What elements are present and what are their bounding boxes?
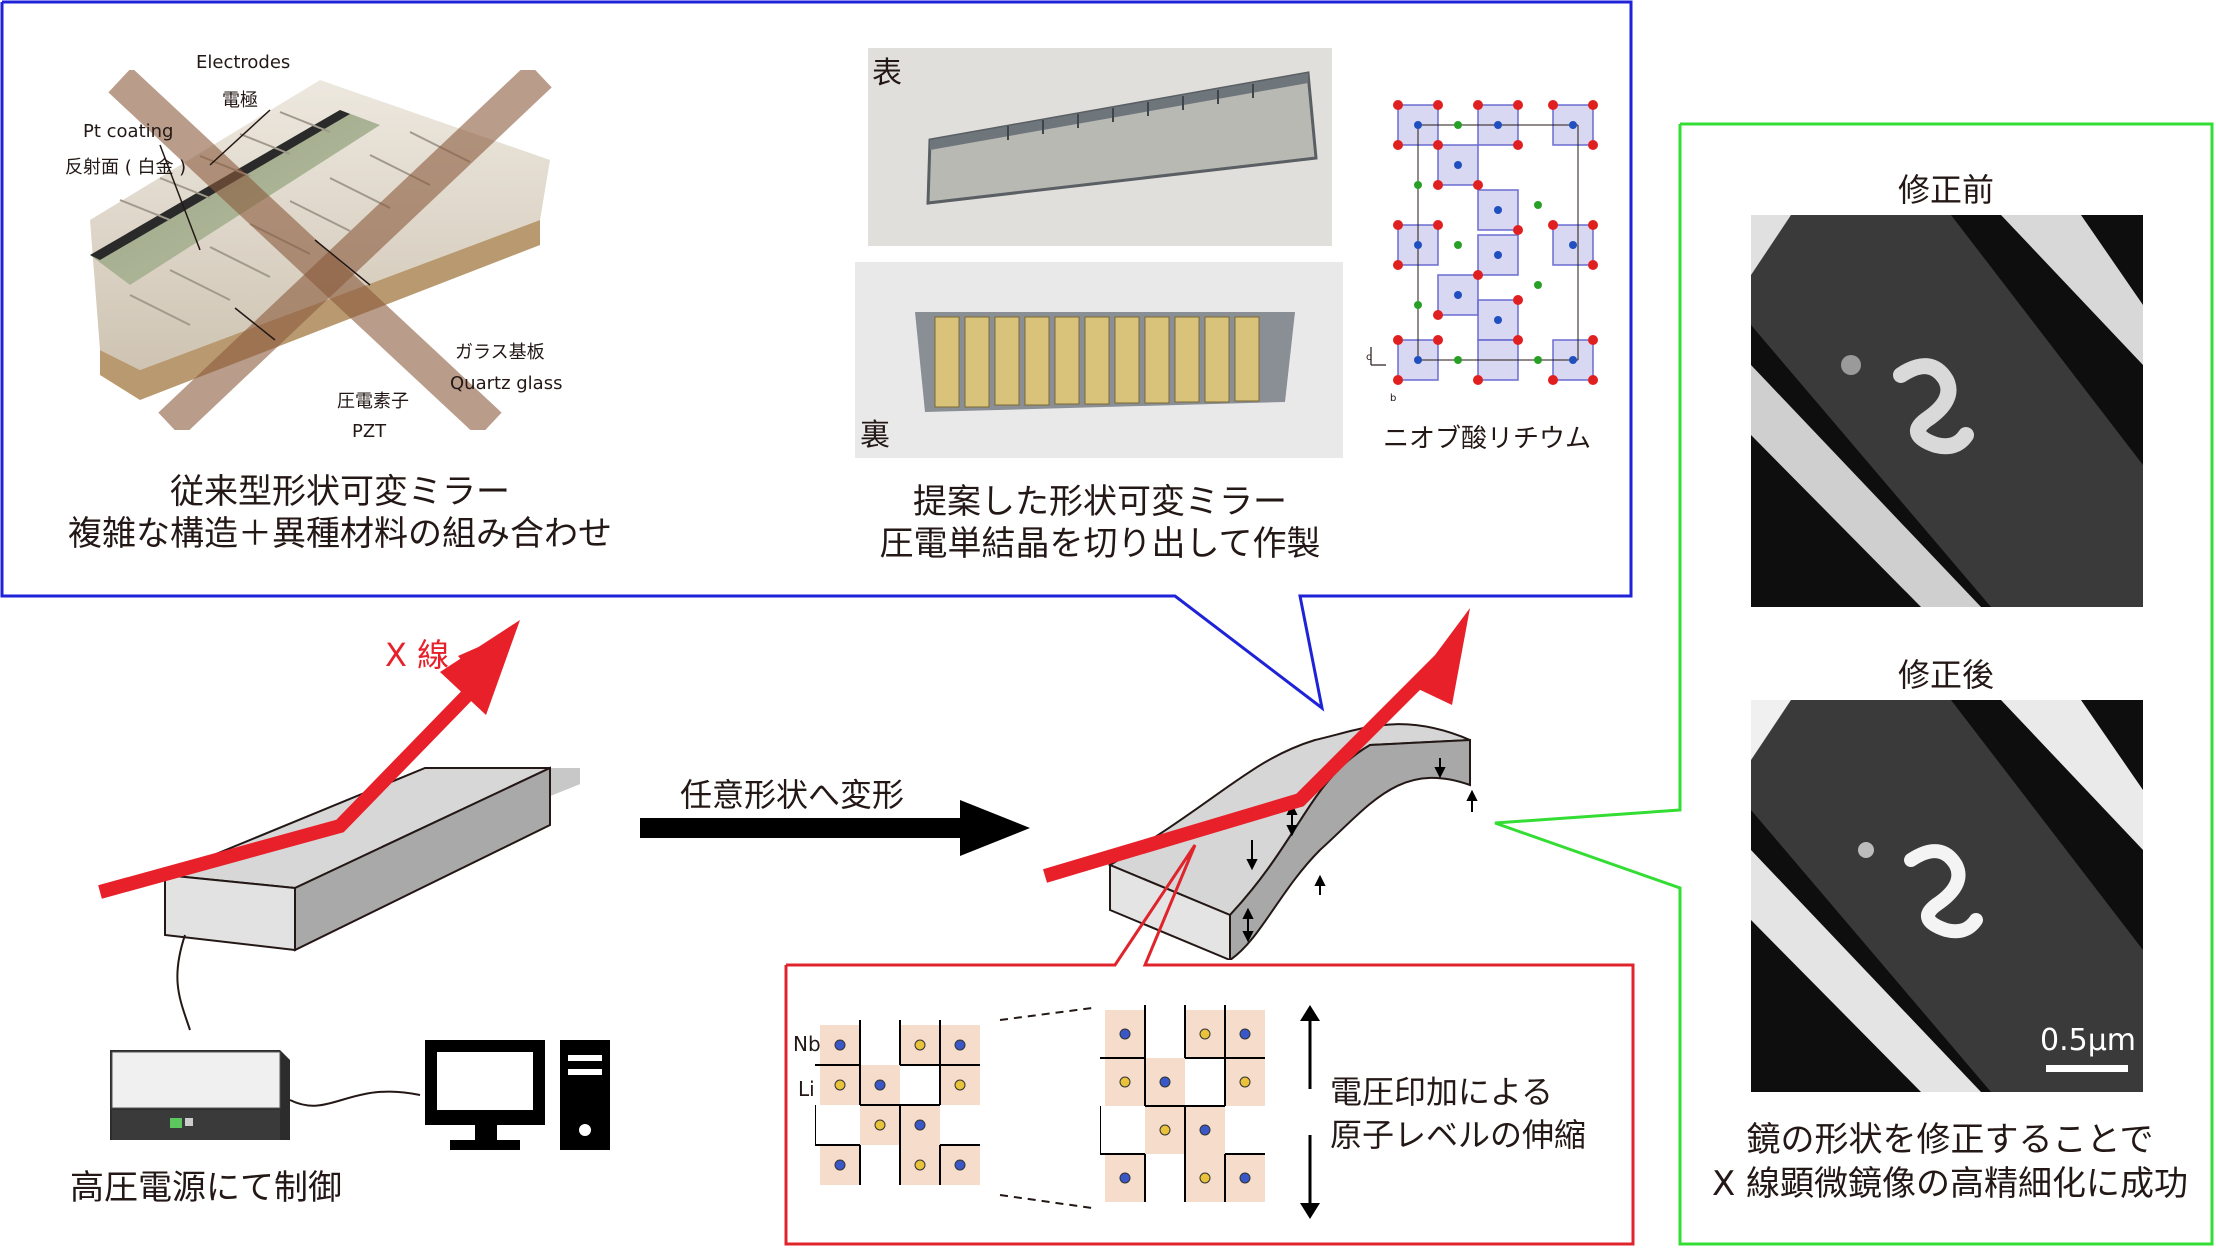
lithium-niobate-crystal-structure: [1370, 100, 1598, 385]
lattice-diagram-after: [1100, 1005, 1265, 1202]
conventional-caption-line1: 従来型形状可変ミラー: [170, 472, 510, 512]
computer-icon: [425, 1040, 610, 1150]
conventional-mirror-drawing: [60, 70, 600, 430]
proposed-mirror-front-photo: [868, 48, 1332, 246]
flat-mirror-diagram: [164, 766, 580, 1031]
results-caption-line1: 鏡の形状を修正することで: [1746, 1120, 2154, 1160]
before-correction-label: 修正前: [1898, 171, 1995, 209]
blue-callout-frame: [0, 0, 1633, 712]
lattice-diagram-before: [815, 1020, 980, 1185]
transform-label: 任意形状へ変形: [680, 776, 905, 814]
conventional-mirror-photo: [60, 70, 600, 430]
xray-image-after: [1751, 700, 2143, 1092]
deformed-mirror-diagram: [1107, 723, 1478, 960]
pzt-label-ja: 圧電素子: [337, 391, 409, 412]
transform-arrow: [640, 800, 1030, 856]
proposed-caption-line1: 提案した形状可変ミラー: [913, 482, 1287, 522]
lattice-caption-line1: 電圧印加による: [1330, 1073, 1554, 1111]
scale-bar-label: 0.5μm: [2040, 1023, 2137, 1058]
power-cable: [289, 1090, 421, 1107]
glass-label-ja: ガラス基板: [455, 342, 545, 363]
after-correction-label: 修正後: [1898, 656, 1995, 694]
xray-beam-deformed: [1043, 608, 1470, 883]
stretch-double-arrow: [1300, 1005, 1320, 1219]
proposed-mirror-back-photo: [855, 262, 1343, 458]
pt-coating-label-ja: 反射面 ( 白金 ): [65, 157, 187, 178]
axis-c-label: c: [1366, 352, 1372, 363]
lattice-caption-line2: 原子レベルの伸縮: [1330, 1116, 1587, 1154]
axis-b-label: b: [1390, 393, 1397, 404]
power-supply-icon: [110, 1050, 290, 1140]
pzt-label-en: PZT: [352, 421, 387, 442]
pt-coating-label-en: Pt coating: [83, 121, 174, 142]
back-label: 裏: [860, 418, 890, 453]
xray-label: X 線: [385, 636, 450, 674]
electrodes-label-en: Electrodes: [196, 52, 291, 73]
nb-label: Nb: [793, 1032, 821, 1056]
glass-label-en: Quartz glass: [450, 373, 563, 394]
xray-beam-flat: [98, 620, 520, 899]
xray-image-before: [1751, 215, 2143, 607]
electrodes-label-ja: 電極: [222, 90, 258, 111]
crystal-label: ニオブ酸リチウム: [1383, 424, 1592, 454]
proposed-caption-line2: 圧電単結晶を切り出して作製: [879, 524, 1321, 564]
results-caption-line2: X 線顕微鏡像の高精細化に成功: [1711, 1164, 2189, 1204]
conventional-caption-line2: 複雑な構造＋異種材料の組み合わせ: [68, 514, 612, 554]
power-supply-label: 高圧電源にて制御: [70, 1168, 342, 1208]
li-label: Li: [798, 1077, 815, 1101]
front-label: 表: [872, 56, 902, 91]
